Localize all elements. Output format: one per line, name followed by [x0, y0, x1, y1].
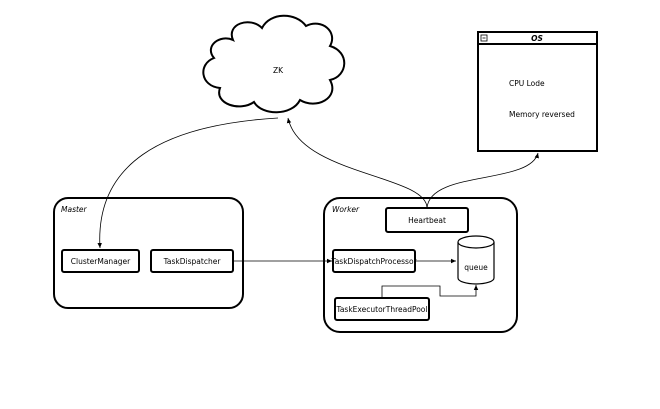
queue-cylinder: queue — [457, 235, 495, 285]
os-line-cpu: CPU Lode — [509, 79, 545, 88]
cluster-manager-label: ClusterManager — [71, 257, 131, 266]
heartbeat-label: Heartbeat — [408, 216, 446, 225]
worker-container: Worker Heartbeat TaskDispatchProcessor T… — [323, 197, 518, 333]
edge-pool-to-queue — [381, 285, 479, 298]
zk-cloud: ZK — [202, 14, 346, 114]
master-container: Master ClusterManager TaskDispatcher — [53, 197, 244, 309]
task-dispatch-processor-box: TaskDispatchProcessor — [330, 249, 418, 273]
task-dispatch-processor-label: TaskDispatchProcessor — [330, 257, 417, 266]
edge-heartbeat-to-zk — [286, 117, 428, 209]
queue-label: queue — [464, 263, 488, 272]
cluster-manager-box: ClusterManager — [61, 249, 140, 273]
edge-heartbeat-to-os — [426, 152, 539, 209]
os-title: OS — [531, 34, 543, 43]
task-dispatcher-box: TaskDispatcher — [150, 249, 234, 273]
heartbeat-box: Heartbeat — [385, 207, 469, 233]
window-minimize-icon[interactable] — [480, 34, 488, 42]
task-executor-thread-pool-label: TaskExecutorThreadPool — [336, 305, 428, 314]
os-window: OS CPU Lode Memory reversed — [477, 31, 598, 152]
edge-zk-to-cluster-manager — [97, 117, 279, 249]
worker-label: Worker — [332, 205, 360, 214]
os-line-memory: Memory reversed — [509, 110, 575, 119]
master-label: Master — [61, 205, 88, 214]
task-dispatcher-label: TaskDispatcher — [163, 257, 222, 266]
task-executor-thread-pool-box: TaskExecutorThreadPool — [334, 297, 430, 321]
zk-label: ZK — [273, 66, 284, 75]
